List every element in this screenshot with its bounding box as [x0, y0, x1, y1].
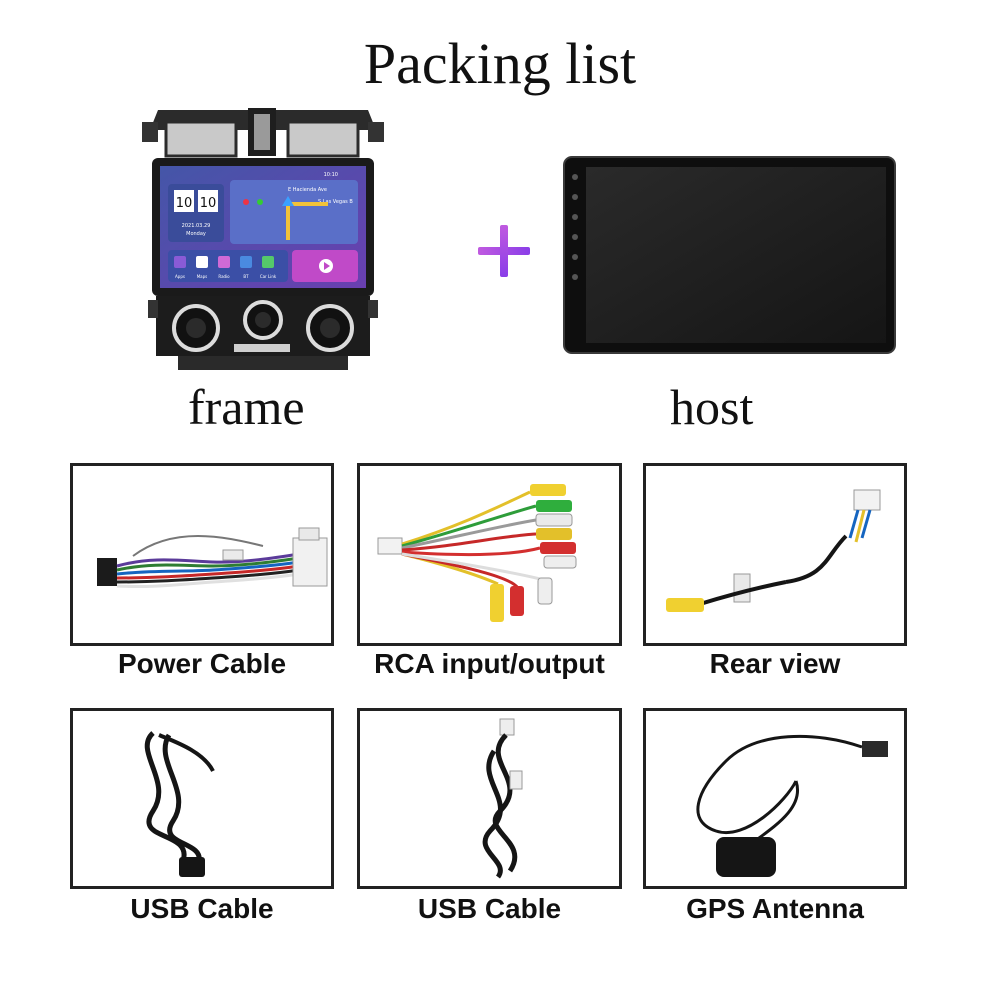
- rear-view-box: [643, 463, 907, 646]
- usb-cable-label-2: USB Cable: [417, 893, 562, 924]
- gps-antenna-label: GPS Antenna: [686, 893, 864, 924]
- power-cable-image: [97, 527, 328, 589]
- screen-nav-street2: S Las Vegas B: [318, 199, 353, 205]
- screen-app-maps: Maps: [197, 274, 208, 279]
- frame-image: 10 10 2021.03.29 Monday 10:10 E Hacienda…: [138, 100, 388, 380]
- usb-cable-image-2: [482, 718, 523, 879]
- screen-app-radio: Radio: [218, 274, 230, 279]
- rear-view-cable-image: [666, 489, 881, 612]
- host-label: host: [670, 379, 754, 435]
- rca-box: [357, 463, 622, 646]
- screen-app-carlink: Car Link: [260, 274, 277, 279]
- power-cable-label: Power Cable: [117, 648, 287, 679]
- usb-cable-image-1: [144, 731, 215, 877]
- screen-app-bt: BT: [243, 274, 249, 279]
- host-image: [562, 155, 897, 355]
- rear-view-label: Rear view: [709, 648, 841, 679]
- page-title: Packing list: [363, 31, 637, 96]
- frame-label: frame: [188, 379, 305, 435]
- rca-label: RCA input/output: [374, 648, 605, 679]
- screen-status-time: 10:10: [324, 172, 338, 178]
- usb-cable-box-1: [70, 708, 334, 889]
- screen-date: 2021.03.29: [182, 223, 211, 229]
- rca-cable-image: [377, 484, 577, 622]
- screen-clock-hour: 10: [176, 196, 193, 211]
- screen-day: Monday: [186, 231, 206, 237]
- screen-app-apps: Apps: [175, 274, 185, 279]
- plus-icon: [478, 225, 530, 277]
- gps-antenna-box: [643, 708, 907, 889]
- power-cable-box: [70, 463, 334, 646]
- screen-clock-minute: 10: [200, 196, 217, 211]
- usb-cable-box-2: [357, 708, 622, 889]
- screen-nav-street1: E Hacienda Ave: [288, 187, 327, 193]
- usb-cable-label-1: USB Cable: [130, 893, 274, 924]
- gps-antenna-image: [696, 734, 888, 877]
